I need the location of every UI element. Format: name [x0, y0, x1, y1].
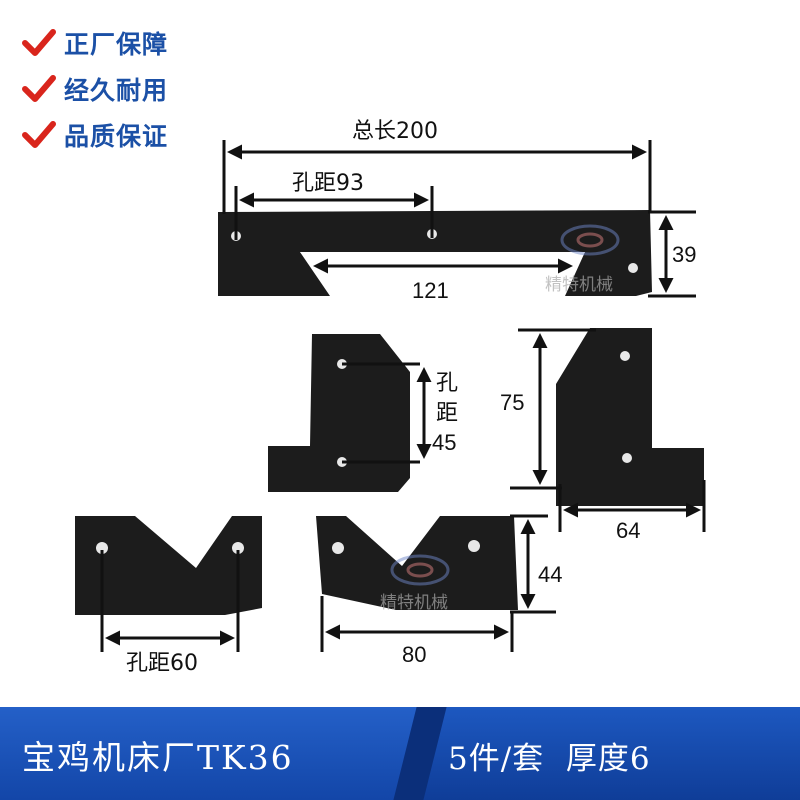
- blade-mid-left: [268, 334, 410, 492]
- hole: [468, 540, 480, 552]
- blade-mid-right: [556, 328, 704, 506]
- blade-bottom-left: [75, 516, 262, 615]
- feature-item: 经久耐用: [22, 66, 168, 112]
- hole-spacing-label: 孔距93: [292, 171, 364, 196]
- feature-item: 正厂保障: [22, 20, 168, 66]
- height-label: 39: [672, 242, 696, 267]
- hole: [232, 542, 244, 554]
- hole-spacing-label: 孔距60: [126, 651, 198, 676]
- banner-model-text: 宝鸡机床厂TK36: [22, 738, 294, 777]
- hole-spacing-label: 距: [436, 401, 458, 426]
- hole: [622, 453, 632, 463]
- banner-left-panel: [0, 707, 420, 800]
- height-label: 75: [500, 390, 524, 415]
- feature-text: 品质保证: [64, 122, 169, 151]
- feature-text: 经久耐用: [64, 76, 169, 105]
- watermark-logo: [560, 224, 620, 256]
- feature-item: 品质保证: [22, 112, 168, 158]
- watermark-text: 精特机械: [545, 275, 613, 295]
- height-label: 44: [538, 562, 562, 587]
- width-label: 64: [616, 518, 640, 543]
- hole-spacing-label: 孔: [436, 371, 458, 396]
- product-diagram: 精特机械 总长200 孔距93 121 39 孔 距 45 75 64: [75, 119, 706, 676]
- banner-spec-text: 5件/套 厚度6: [448, 741, 651, 777]
- feature-list: 正厂保障 经久耐用 品质保证: [22, 20, 168, 158]
- checkmark-icon: [22, 75, 56, 102]
- banner-right-panel: [420, 707, 800, 800]
- hole-spacing-label: 45: [432, 430, 456, 455]
- watermark-logo: [390, 554, 450, 586]
- total-length-label: 总长200: [352, 119, 438, 144]
- hole: [628, 263, 638, 273]
- hole: [332, 542, 344, 554]
- checkmark-icon: [22, 29, 56, 56]
- watermark-text: 精特机械: [380, 593, 448, 613]
- slot-length-label: 121: [412, 278, 449, 303]
- hole: [96, 542, 108, 554]
- width-label: 80: [402, 642, 426, 667]
- bottom-banner: 宝鸡机床厂TK36 5件/套 厚度6: [0, 707, 800, 800]
- hole: [620, 351, 630, 361]
- feature-text: 正厂保障: [64, 30, 169, 59]
- checkmark-icon: [22, 121, 56, 148]
